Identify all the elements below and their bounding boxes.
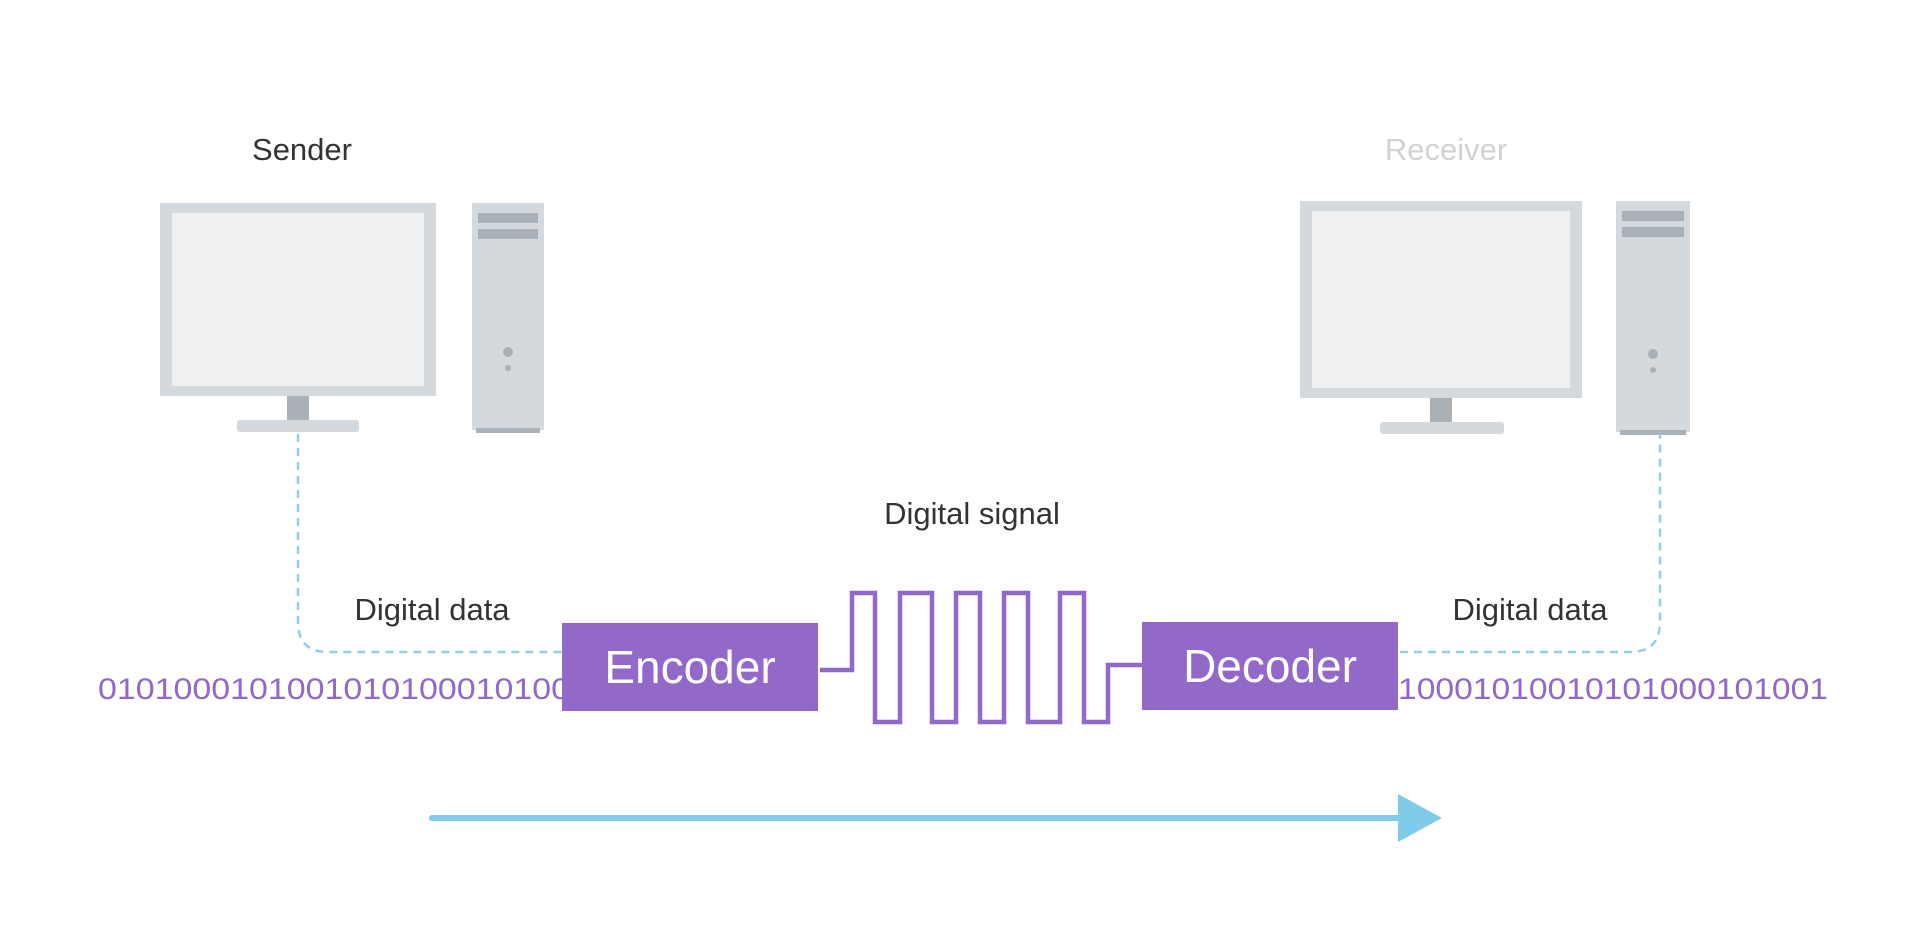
receiver-label: Receiver xyxy=(1385,132,1507,167)
digital-data-left-label: Digital data xyxy=(354,592,510,627)
decoder-label: Decoder xyxy=(1183,640,1357,692)
receiver-computer-icon xyxy=(1300,201,1690,435)
sender-data-connector xyxy=(296,434,566,654)
digital-signal-label: Digital signal xyxy=(884,496,1060,531)
decoder-block: Decoder xyxy=(1142,622,1398,710)
encoder-label: Encoder xyxy=(604,641,775,693)
digital-data-right-label: Digital data xyxy=(1452,592,1608,627)
arrow-right-icon xyxy=(429,794,1442,842)
input-bitstream: 0101000101001010100010100 xyxy=(98,673,570,706)
sender-label: Sender xyxy=(252,132,352,167)
receiver-data-connector xyxy=(1400,434,1662,654)
sender-computer-icon xyxy=(160,203,544,433)
output-bitstream: 10001010010101000101001 xyxy=(1398,673,1828,706)
encoder-block: Encoder xyxy=(562,623,818,711)
digital-signal-wave xyxy=(820,590,1144,725)
